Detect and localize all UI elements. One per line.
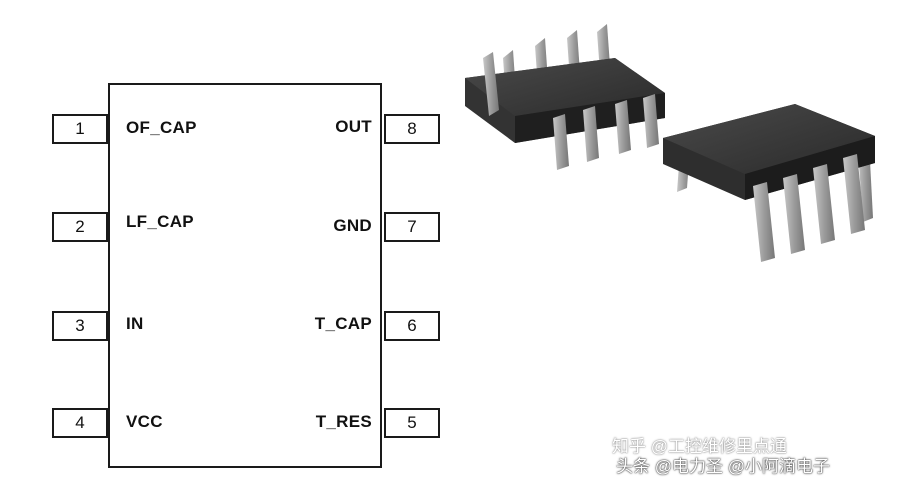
pin-2-box: 2 bbox=[52, 212, 108, 242]
pin-6-label: T_CAP bbox=[314, 314, 372, 333]
chip-upside-down bbox=[465, 24, 665, 170]
pin-1-label: OF_CAP bbox=[126, 118, 197, 137]
watermark-bottom: 头条 @电力圣 @小阿滴电子 bbox=[616, 457, 830, 476]
pin-6-number: 6 bbox=[407, 316, 417, 335]
pin-7-box: 7 bbox=[384, 212, 440, 242]
pin-2-label: LF_CAP bbox=[126, 212, 194, 231]
pin-8-number: 8 bbox=[407, 119, 417, 138]
pin-4-number: 4 bbox=[75, 413, 85, 432]
pin-5-box: 5 bbox=[384, 408, 440, 438]
pin-2-number: 2 bbox=[75, 217, 85, 236]
pin-7-number: 7 bbox=[407, 217, 417, 236]
watermark-top: 知乎 @工控维修里点通 bbox=[612, 437, 787, 456]
pin-3-number: 3 bbox=[75, 316, 85, 335]
pin-5-number: 5 bbox=[407, 413, 417, 432]
pin-3-box: 3 bbox=[52, 311, 108, 341]
pin-8-box: 8 bbox=[384, 114, 440, 144]
pin-1-box: 1 bbox=[52, 114, 108, 144]
dip8-package-photo bbox=[465, 24, 875, 262]
chip-outline bbox=[108, 83, 382, 468]
pin-7-label: GND bbox=[333, 216, 372, 235]
pin-6-box: 6 bbox=[384, 311, 440, 341]
pin-4-label: VCC bbox=[126, 412, 163, 431]
pin-5-label: T_RES bbox=[315, 412, 372, 431]
pin-4-box: 4 bbox=[52, 408, 108, 438]
pin-8-label: OUT bbox=[335, 117, 372, 136]
pin-1-number: 1 bbox=[75, 119, 85, 138]
chip-upright bbox=[663, 104, 875, 262]
pin-3-label: IN bbox=[126, 314, 144, 333]
